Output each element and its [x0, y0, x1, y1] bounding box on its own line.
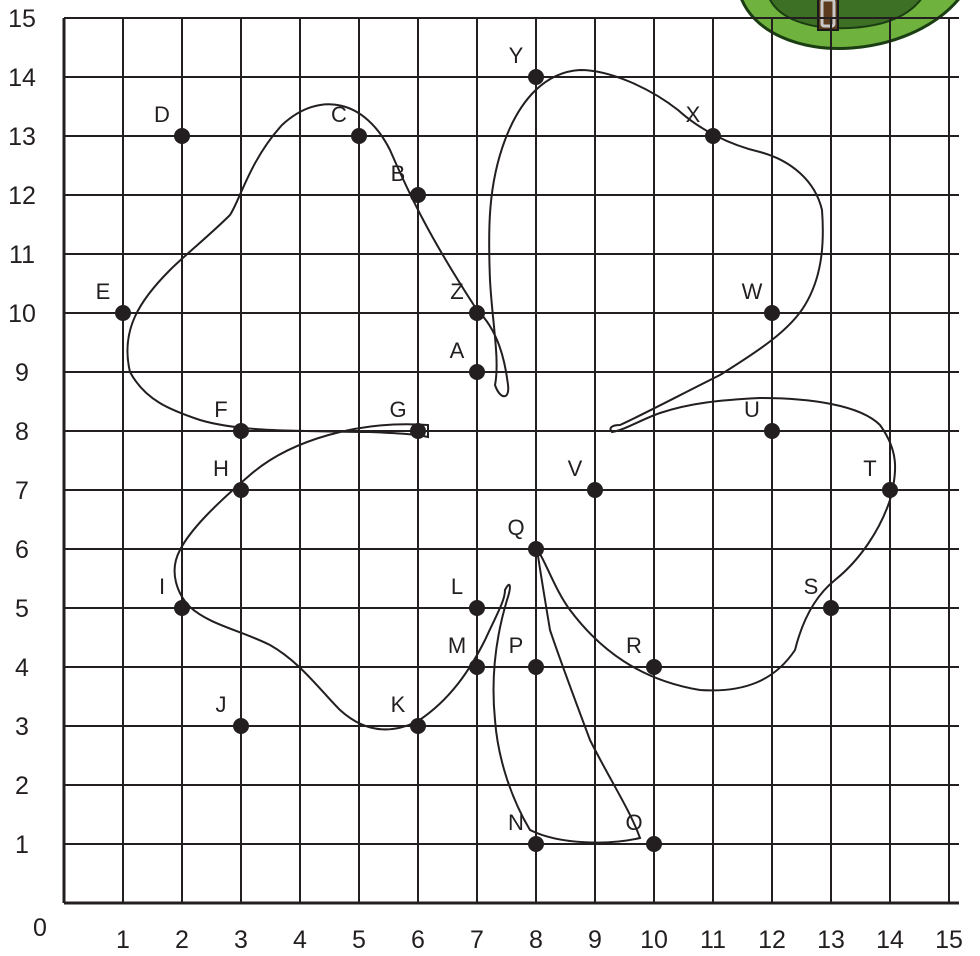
y-tick-label: 3 — [15, 713, 29, 741]
point-label-g: G — [389, 397, 406, 422]
x-tick-label: 1 — [116, 926, 130, 954]
point-label-s: S — [804, 574, 819, 599]
x-tick-label: 15 — [935, 926, 963, 954]
point-marker-u — [764, 423, 780, 439]
point-marker-a — [469, 364, 485, 380]
x-tick-label: 9 — [588, 926, 602, 954]
point-label-m: M — [448, 633, 466, 658]
y-tick-label: 2 — [15, 772, 29, 800]
point-marker-m — [469, 659, 485, 675]
x-tick-label: 2 — [175, 926, 189, 954]
point-marker-q — [528, 541, 544, 557]
point-label-w: W — [742, 279, 763, 304]
point-marker-g — [410, 423, 426, 439]
y-tick-label: 10 — [8, 300, 36, 328]
point-marker-p — [528, 659, 544, 675]
point-label-k: K — [391, 692, 406, 717]
x-tick-label: 12 — [758, 926, 786, 954]
point-marker-c — [351, 128, 367, 144]
y-tick-label: 8 — [15, 418, 29, 446]
point-marker-l — [469, 600, 485, 616]
point-marker-k — [410, 718, 426, 734]
x-tick-label: 6 — [411, 926, 425, 954]
point-label-h: H — [213, 456, 229, 481]
point-marker-e — [115, 305, 131, 321]
x-tick-label: 8 — [529, 926, 543, 954]
point-label-o: O — [625, 810, 642, 835]
point-label-e: E — [96, 279, 111, 304]
point-label-d: D — [154, 102, 170, 127]
point-label-y: Y — [509, 43, 524, 68]
x-tick-label: 3 — [234, 926, 248, 954]
point-label-t: T — [863, 456, 876, 481]
point-marker-f — [233, 423, 249, 439]
point-label-p: P — [509, 633, 524, 658]
point-label-b: B — [391, 161, 406, 186]
y-tick-label: 9 — [15, 359, 29, 387]
grid-lines — [64, 18, 959, 903]
point-label-x: X — [686, 102, 701, 127]
point-marker-i — [174, 600, 190, 616]
point-marker-y — [528, 69, 544, 85]
point-marker-v — [587, 482, 603, 498]
x-tick-label: 10 — [640, 926, 668, 954]
point-label-q: Q — [507, 515, 524, 540]
y-tick-label: 15 — [8, 5, 36, 33]
point-label-v: V — [568, 456, 583, 481]
y-tick-label: 14 — [8, 64, 36, 92]
point-label-u: U — [744, 397, 760, 422]
point-marker-r — [646, 659, 662, 675]
point-marker-d — [174, 128, 190, 144]
y-tick-label: 4 — [15, 654, 29, 682]
point-marker-n — [528, 836, 544, 852]
point-marker-t — [882, 482, 898, 498]
point-label-r: R — [626, 633, 642, 658]
y-tick-label: 11 — [9, 241, 35, 269]
point-marker-x — [705, 128, 721, 144]
leprechaun-hat-icon — [740, 0, 962, 49]
origin-label: 0 — [33, 914, 47, 942]
point-marker-o — [646, 836, 662, 852]
x-tick-label: 13 — [817, 926, 845, 954]
point-marker-j — [233, 718, 249, 734]
y-tick-label: 6 — [15, 536, 29, 564]
point-marker-s — [823, 600, 839, 616]
point-marker-b — [410, 187, 426, 203]
y-tick-label: 13 — [8, 123, 36, 151]
point-label-f: F — [214, 397, 227, 422]
x-tick-label: 4 — [293, 926, 307, 954]
point-marker-z — [469, 305, 485, 321]
point-marker-h — [233, 482, 249, 498]
y-tick-label: 7 — [15, 477, 29, 505]
point-label-a: A — [450, 338, 465, 363]
x-tick-label: 14 — [876, 926, 904, 954]
x-tick-label: 5 — [352, 926, 366, 954]
y-tick-label: 1 — [15, 831, 29, 859]
x-tick-label: 11 — [700, 926, 726, 954]
y-tick-label: 12 — [8, 182, 36, 210]
point-label-i: I — [159, 574, 165, 599]
y-tick-label: 5 — [15, 595, 29, 623]
point-marker-w — [764, 305, 780, 321]
point-label-c: C — [331, 102, 347, 127]
point-label-n: N — [508, 810, 524, 835]
point-label-l: L — [451, 574, 463, 599]
x-tick-label: 7 — [470, 926, 484, 954]
point-label-j: J — [216, 692, 227, 717]
point-label-z: Z — [450, 279, 463, 304]
